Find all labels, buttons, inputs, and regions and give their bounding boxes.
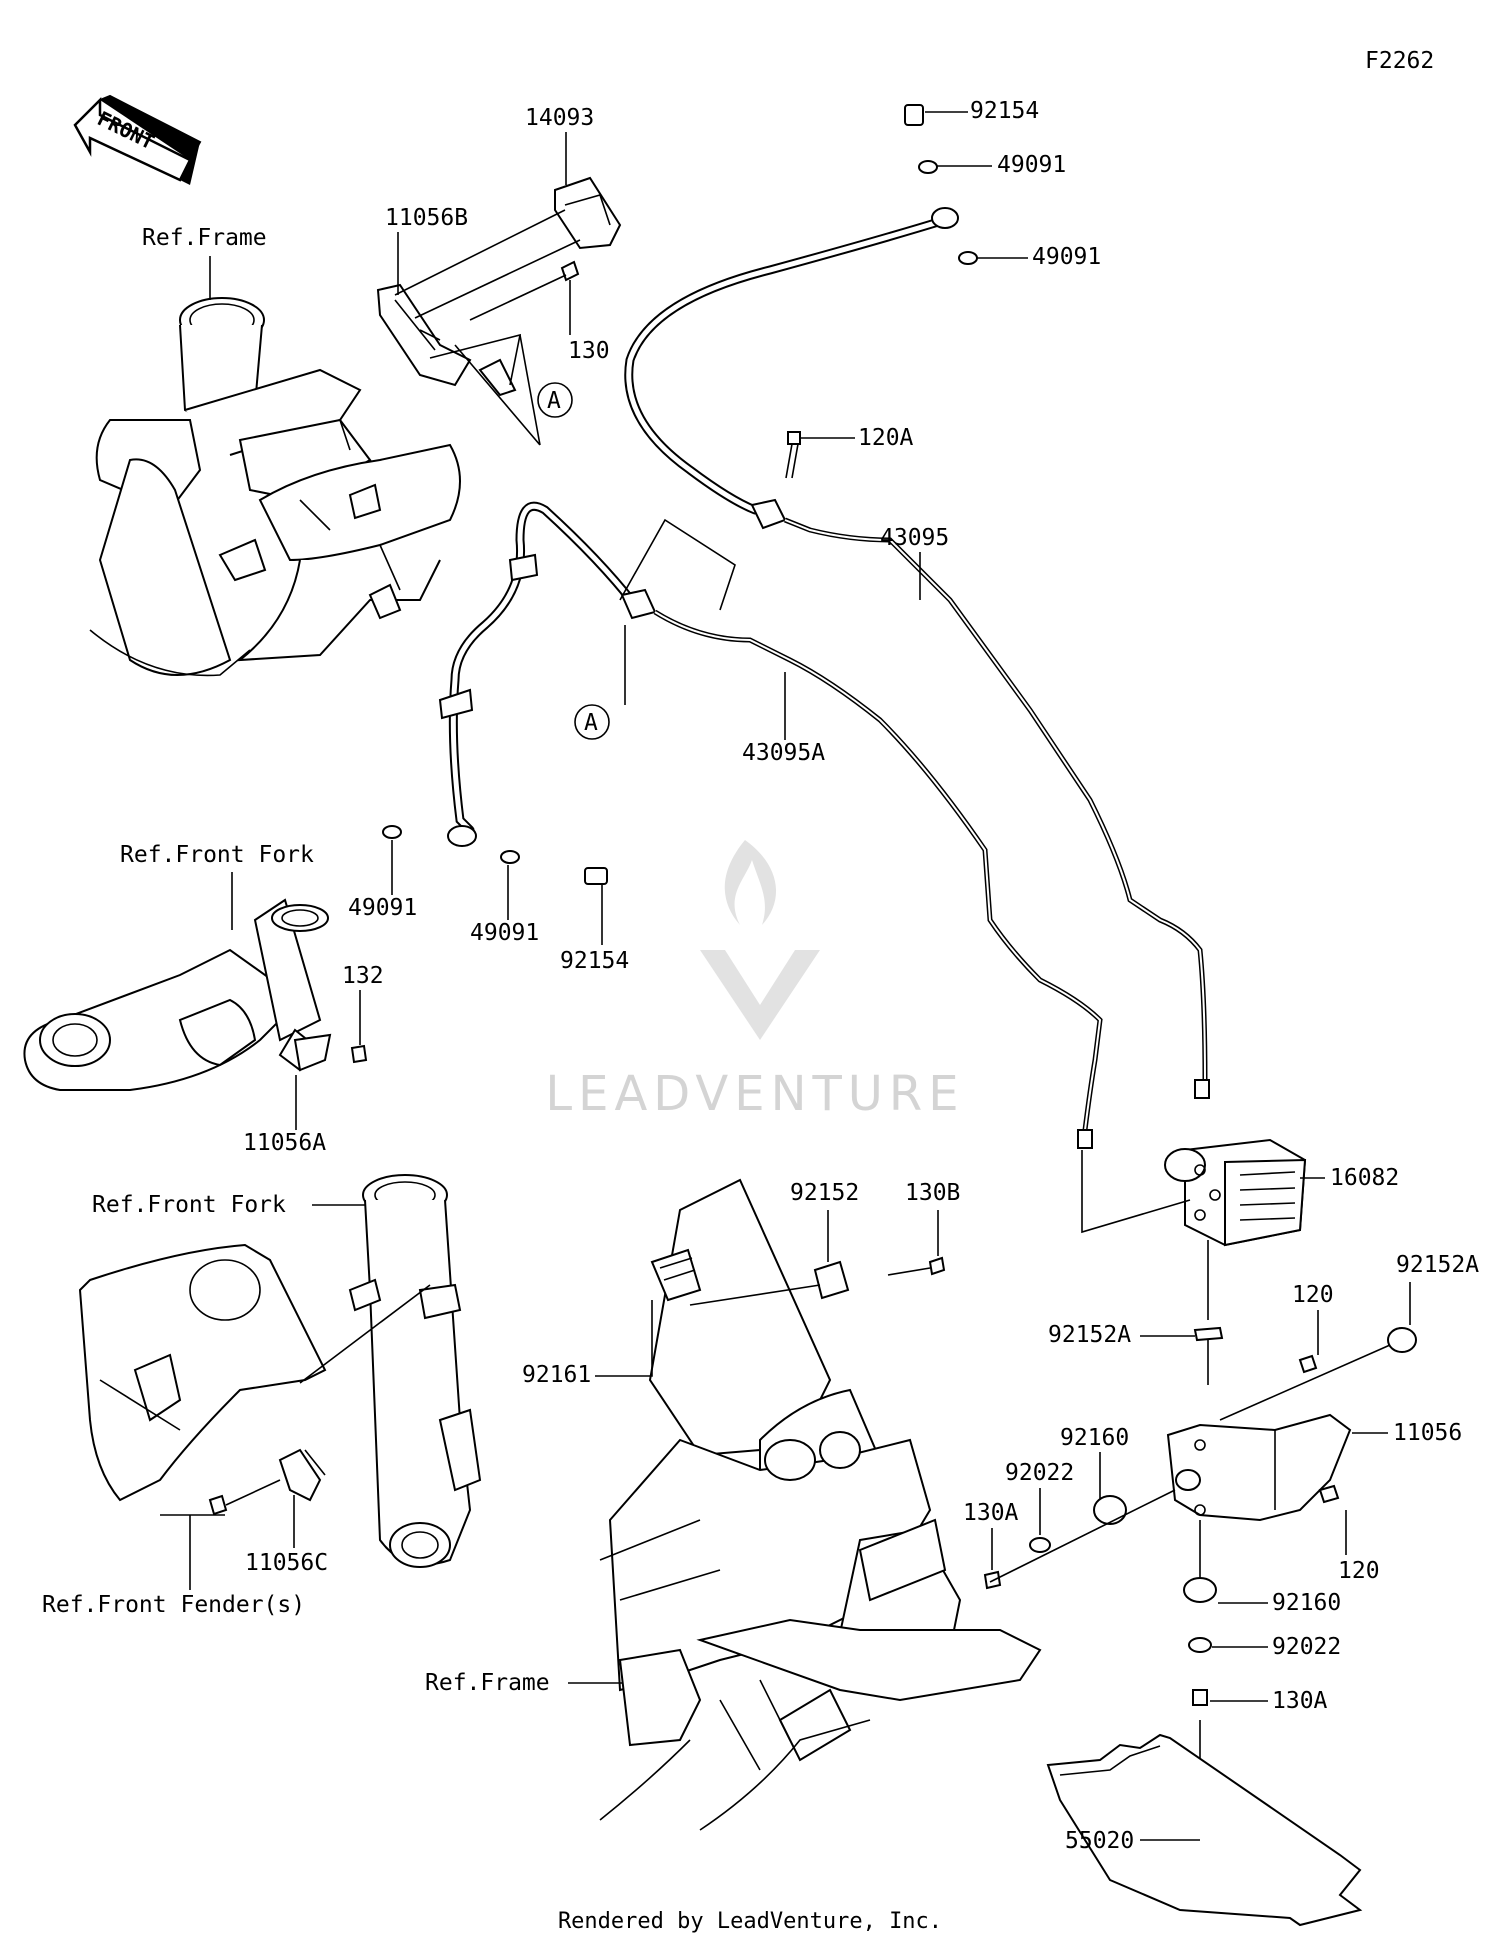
callout-11056A: 11056A [243, 1130, 326, 1156]
marker-a-top-text: A [547, 388, 561, 414]
main-frame-lower [599, 1178, 1042, 1831]
callout-43095: 43095 [880, 525, 949, 551]
bolt-120-b [1318, 1484, 1340, 1504]
callout-92152A-l: 92152A [1048, 1322, 1131, 1348]
bolt-fender [208, 1494, 228, 1516]
callout-130: 130 [568, 338, 610, 364]
callout-120A: 120A [858, 425, 914, 451]
callout-92022-t: 92022 [1005, 1460, 1074, 1486]
diagram-code: F2262 [1365, 48, 1434, 74]
bolt-92154-top [904, 104, 924, 126]
marker-a-top [537, 382, 573, 418]
ref-front-fork-1-label: Ref.Front Fork [120, 842, 314, 868]
triple-clamp-assembly [23, 898, 332, 1091]
bolt-120A [787, 431, 801, 445]
ref-frame-bottom-label: Ref.Frame [425, 1670, 550, 1696]
callout-49091-l2: 49091 [470, 920, 539, 946]
bracket-11056 [1166, 1413, 1352, 1522]
grommet-92160-t [1093, 1495, 1127, 1525]
callout-11056B: 11056B [385, 205, 468, 231]
callout-92160-t: 92160 [1060, 1425, 1129, 1451]
callout-43095A: 43095A [742, 740, 825, 766]
watermark: LEADVENTURE [545, 840, 964, 1122]
front-arrow-icon: FRONT [73, 94, 202, 185]
washer-49091-top1 [918, 160, 938, 174]
grommet-92152A-r [1387, 1327, 1417, 1353]
callout-49091-top1: 49091 [997, 152, 1066, 178]
bolt-132 [350, 1044, 368, 1064]
washer-92022-t [1029, 1537, 1051, 1553]
callout-92152A-r: 92152A [1396, 1252, 1479, 1278]
ref-front-fork-2-label: Ref.Front Fork [92, 1192, 286, 1218]
brake-hose-lower [438, 501, 1103, 1149]
bolt-130B [887, 1256, 946, 1276]
callout-92022-b: 92022 [1272, 1634, 1341, 1660]
bolt-130 [469, 260, 580, 321]
washer-49091-l2 [500, 850, 520, 864]
bolt-130A-b [1192, 1689, 1208, 1706]
footer-credit: Rendered by LeadVenture, Inc. [558, 1909, 942, 1934]
washer-49091-l1 [382, 825, 402, 839]
abs-unit-16082 [1164, 1138, 1307, 1247]
callout-14093: 14093 [525, 105, 594, 131]
clamp-11056C [278, 1448, 326, 1502]
marker-a-bottom-text: A [584, 710, 598, 736]
clamp-92152 [813, 1260, 850, 1300]
callout-92152: 92152 [790, 1180, 859, 1206]
ref-front-fender-label: Ref.Front Fender(s) [42, 1592, 305, 1618]
marker-a-bottom [574, 704, 610, 740]
callout-132: 132 [342, 963, 384, 989]
bolt-120-t [1298, 1354, 1318, 1374]
callout-11056C: 11056C [245, 1550, 328, 1576]
brake-hose-upper [624, 207, 1210, 1099]
callout-120-b: 120 [1338, 1558, 1380, 1584]
callout-92161: 92161 [522, 1362, 591, 1388]
callout-92160-b: 92160 [1272, 1590, 1341, 1616]
callout-92154-l: 92154 [560, 948, 629, 974]
callout-92154-top: 92154 [970, 98, 1039, 124]
plate-55020 [1046, 1733, 1363, 1927]
washer-49091-top2 [958, 251, 978, 265]
watermark-text: LEADVENTURE [545, 1066, 964, 1122]
frame-head-assembly [89, 297, 461, 677]
washer-92022-b [1188, 1637, 1212, 1653]
grommet-92152A-l [1193, 1326, 1224, 1342]
front-fender [78, 1243, 327, 1502]
callout-130A-b: 130A [1272, 1688, 1328, 1714]
callout-49091-l1: 49091 [348, 895, 417, 921]
ref-frame-top-label: Ref.Frame [142, 225, 267, 251]
fork-lower-leg [348, 1174, 482, 1568]
grommet-92160-b [1183, 1577, 1217, 1603]
bolt-92154-l [584, 867, 608, 885]
callout-120-t: 120 [1292, 1282, 1334, 1308]
callout-11056: 11056 [1393, 1420, 1462, 1446]
callout-55020: 55020 [1065, 1828, 1134, 1854]
callout-16082: 16082 [1330, 1165, 1399, 1191]
clip-92161 [650, 1248, 702, 1302]
clamp-14093 [554, 176, 622, 250]
callout-130A-t: 130A [963, 1500, 1019, 1526]
callout-49091-top2: 49091 [1032, 244, 1101, 270]
callout-130B: 130B [905, 1180, 960, 1206]
